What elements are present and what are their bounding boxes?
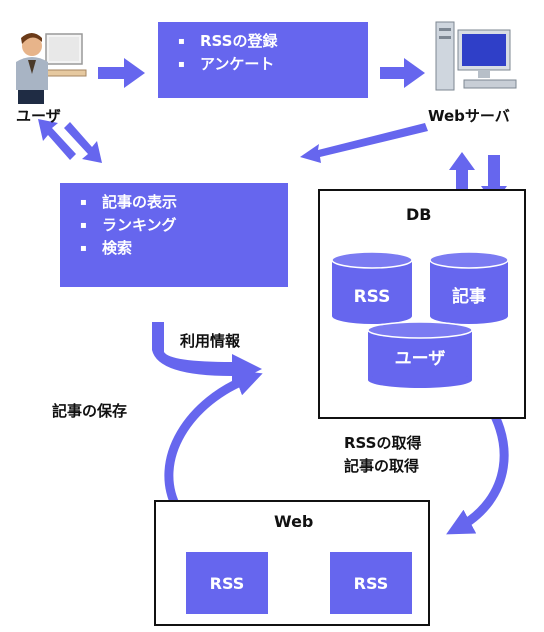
web-feed-1: RSS bbox=[186, 552, 268, 614]
web-feed-1-label: RSS bbox=[209, 573, 245, 593]
db-table-articles: 記事 bbox=[452, 286, 486, 307]
web-feed-2-label: RSS bbox=[353, 573, 389, 593]
db-table-rss: RSS bbox=[354, 287, 391, 307]
register-box: RSSの登録 アンケート bbox=[158, 22, 368, 98]
web-feed-2: RSS bbox=[330, 552, 412, 614]
db-cylinders: RSS 記事 ユーザ bbox=[331, 251, 509, 388]
fetch-article-label: 記事の取得 bbox=[344, 457, 420, 475]
register-item-rss: RSSの登録 bbox=[178, 30, 368, 53]
display-list: 記事の表示 ランキング 検索 bbox=[60, 183, 288, 260]
fetch-rss-label: RSSの取得 bbox=[344, 434, 422, 452]
register-item-survey: アンケート bbox=[178, 53, 368, 76]
display-item-search: 検索 bbox=[80, 237, 288, 260]
user-illustration bbox=[16, 33, 87, 104]
register-list: RSSの登録 アンケート bbox=[158, 22, 368, 76]
arrow-save-article bbox=[164, 369, 263, 513]
db-title: DB bbox=[406, 205, 432, 224]
display-item-articles: 記事の表示 bbox=[80, 191, 288, 214]
server-illustration bbox=[435, 21, 517, 91]
save-article-label: 記事の保存 bbox=[52, 402, 128, 420]
user-label: ユーザ bbox=[16, 107, 61, 125]
display-box: 記事の表示 ランキング 検索 bbox=[60, 183, 288, 287]
arrow-display-to-user bbox=[38, 119, 76, 160]
web-title: Web bbox=[274, 512, 314, 531]
display-item-ranking: ランキング bbox=[80, 214, 288, 237]
server-label: Webサーバ bbox=[428, 107, 510, 125]
usage-info-label: 利用情報 bbox=[180, 332, 241, 350]
arrow-user-to-register bbox=[98, 58, 145, 88]
arrow-db-to-server bbox=[449, 152, 475, 200]
db-table-users: ユーザ bbox=[395, 349, 446, 369]
arrow-server-to-display bbox=[300, 123, 428, 163]
arrow-usage-info bbox=[152, 322, 262, 384]
arrow-user-to-display bbox=[64, 122, 102, 163]
arrow-register-to-server bbox=[380, 58, 425, 88]
